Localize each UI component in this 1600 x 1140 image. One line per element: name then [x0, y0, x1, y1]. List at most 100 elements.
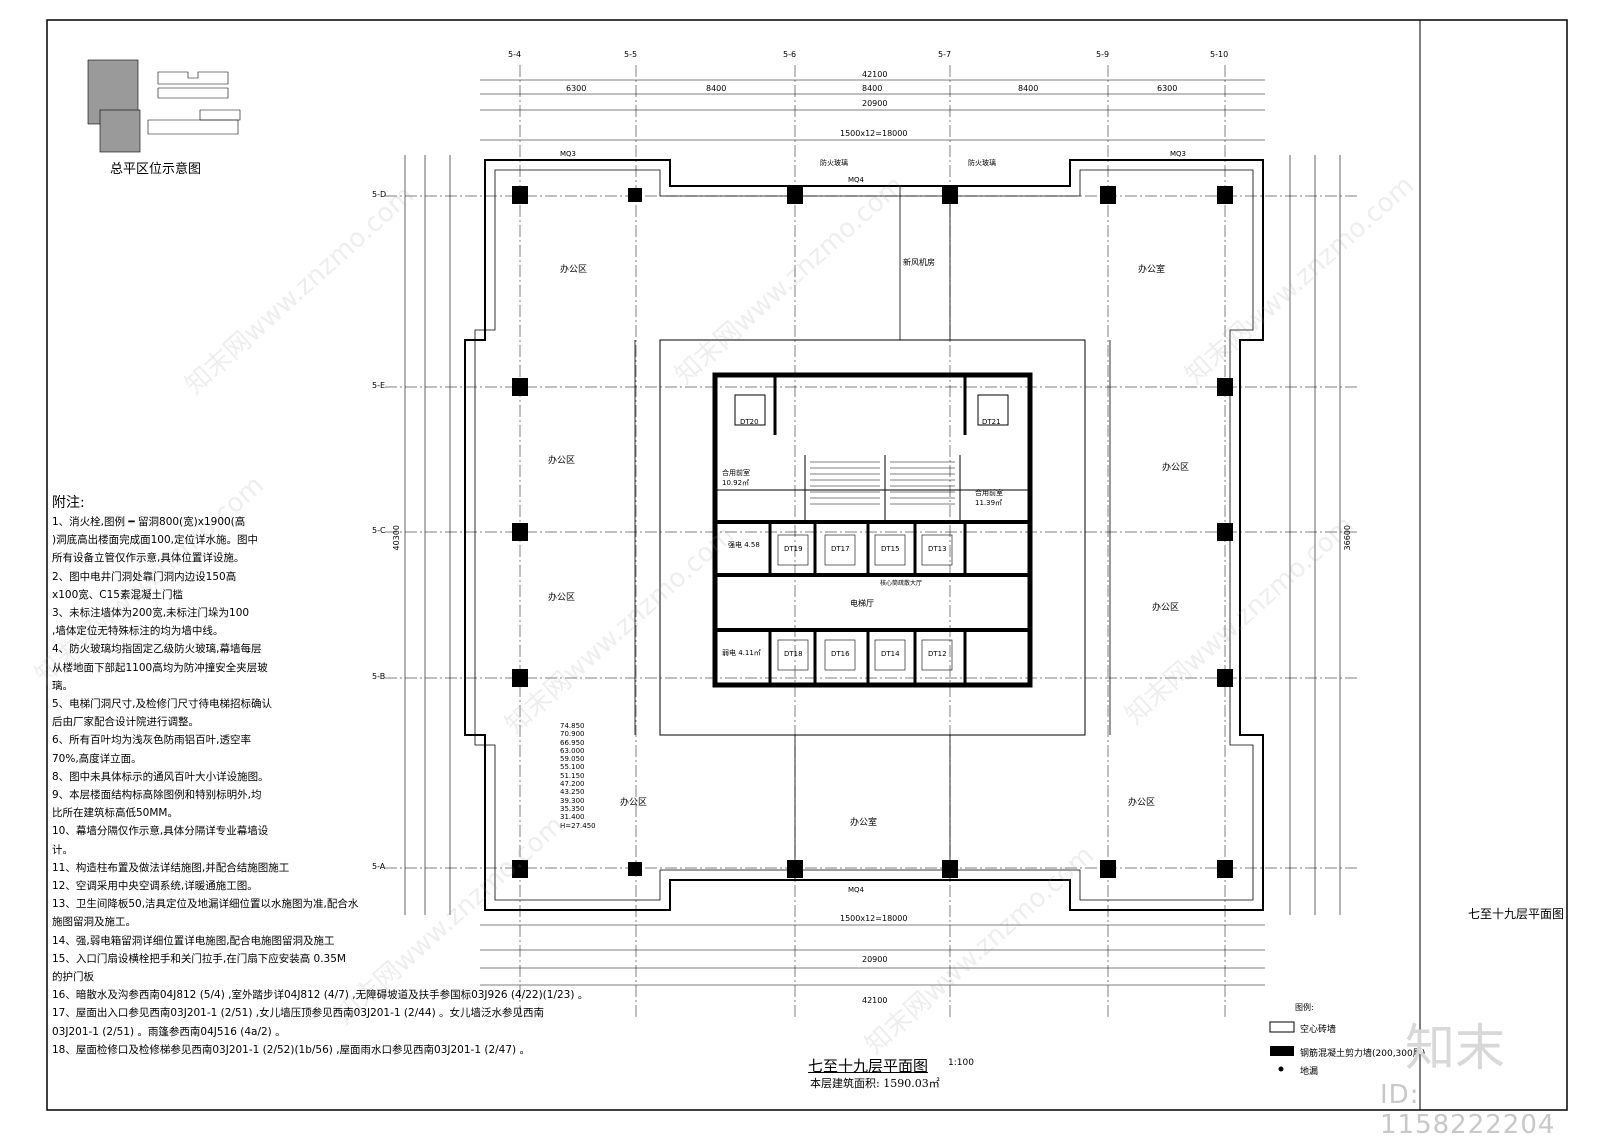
dim-top-row2-3: 8400 [1018, 84, 1039, 93]
room-office: 办公区 [1162, 463, 1190, 473]
note-line: 13、卫生间降板50,洁具定位及地漏详细位置以水施图为准,配合水 [52, 898, 359, 911]
dim-top-row2-2: 8400 [862, 84, 883, 93]
dim-top-overall: 42100 [862, 70, 888, 79]
elevator-label: DT16 [831, 650, 850, 658]
note-line: 5、电梯门洞尺寸,及检修门尺寸待电梯招标确认 [52, 698, 273, 711]
keymap [87, 59, 241, 153]
note-line: 9、本层楼面结构标高除图例和特别标明外,均 [52, 789, 262, 802]
elevation-value: 35.350 [560, 804, 585, 813]
elevation-value: 47.200 [560, 780, 585, 789]
note-line: 11、构造柱布置及做法详结施图,并配合结施图施工 [52, 861, 290, 874]
fire-glass-label: 防火玻璃 [968, 159, 996, 167]
room-front-room: 合用前室 11.39㎡ [975, 489, 1003, 507]
dim-bottom-overall: 42100 [862, 996, 888, 1005]
grid-bubble-5-10: 5-10 [1210, 50, 1229, 59]
elevation-value: 63.000 [560, 746, 585, 755]
drawing-scale: 1:100 [948, 1058, 974, 1068]
notes-body: 1、消火栓,图例 ━ 留洞800(宽)x1900(高)洞底高出楼面完成面100,… [52, 513, 588, 1059]
note-line: 比所在建筑标高低50MM。 [52, 807, 178, 820]
curtain-wall-label: MQ3 [560, 150, 577, 158]
note-line: 计。 [52, 843, 73, 856]
legend-item-hollow-brick: 空心砖墙 [1300, 1025, 1337, 1035]
note-line: 03J201-1 (2/51) 。雨篷参西南04J516 (4a/2) 。 [52, 1025, 286, 1038]
elevation-value: 31.400 [560, 813, 585, 822]
room-fresh-air: 新风机房 [903, 258, 935, 267]
room-weak-elec: 弱电 4.11㎡ [722, 649, 761, 657]
columns [512, 186, 1233, 878]
note-line: 施图留洞及施工。 [52, 916, 136, 929]
sheet-name: 七至十九层平面图 [1468, 907, 1565, 921]
shaft-label: DT20 [740, 418, 759, 426]
room-office: 办公区 [548, 456, 576, 466]
dim-top-row2-4: 6300 [1157, 84, 1178, 93]
grid-bubble-5-7: 5-7 [938, 50, 952, 59]
elevator-label: DT18 [784, 650, 803, 658]
fire-glass-label: 防火玻璃 [820, 159, 848, 167]
image-id: ID: 1158222204 [1380, 1080, 1556, 1140]
note-line: 17、屋面出入口参见西南03J201-1 (2/51) ,女儿墙压顶参见西南03… [52, 1007, 545, 1020]
core [659, 339, 1086, 736]
shaft-label: DT21 [982, 418, 1001, 426]
note-line: 15、入口门扇设横栓把手和关门拉手,在门扇下应安装高 0.35M [52, 952, 346, 965]
room-office: 办公区 [1128, 798, 1156, 808]
grid-bubble-5-9: 5-9 [1096, 50, 1110, 59]
curtain-wall-label: MQ4 [848, 176, 865, 184]
room-office: 办公区 [548, 593, 576, 603]
drawing-title: 七至十九层平面图 [808, 1057, 929, 1075]
note-line: 从楼地面下部起1100高均为防冲撞安全夹层玻 [52, 661, 268, 674]
note-line: )洞底高出楼面完成面100,定位详水施。图中 [52, 534, 258, 547]
elevation-value: 74.850 [560, 722, 585, 730]
legend-item-shear-wall: 钢筋混凝土剪力墙(200,300厚) [1300, 1049, 1426, 1059]
grid-bubble-5-D: 5-D [372, 190, 387, 199]
dim-top-row4-mid: 1500x12=18000 [840, 129, 908, 138]
room-office: 办公室 [850, 818, 878, 828]
note-line: 14、强,弱电箱留洞详细位置详电施图,配合电施图留洞及施工 [52, 934, 335, 947]
note-line: 后由厂家配合设计院进行调整。 [52, 716, 199, 729]
room-office: 办公区 [620, 798, 648, 808]
sheet-border [46, 19, 1568, 1111]
room-strong-elec: 强电 4.58 [728, 541, 760, 549]
note-line: 2、图中电井门洞处靠门洞内边设150高 [52, 570, 237, 583]
elevator-label: DT17 [831, 545, 850, 553]
curtain-wall-label: MQ3 [1170, 150, 1187, 158]
grid-bubble-5-B: 5-B [372, 672, 386, 681]
room-elevator-hall: 电梯厅 [850, 599, 874, 608]
grid-bubble-5-6: 5-6 [783, 50, 797, 59]
keymap-title: 总平区位示意图 [110, 162, 202, 177]
grid-bubble-5-4: 5-4 [508, 50, 522, 59]
room-office: 办公区 [1152, 603, 1180, 613]
stairs [810, 461, 955, 505]
curtain-wall-label: MQ4 [848, 886, 865, 894]
note-line: 4、防火玻璃均指固定乙级防火玻璃,幕墙每层 [52, 643, 262, 656]
building-outline [464, 159, 1264, 911]
elevator-label: DT14 [881, 650, 900, 658]
room-office: 办公区 [560, 265, 588, 275]
elevator-label: DT12 [928, 650, 947, 658]
dimension-lines [404, 79, 1341, 986]
dim-bottom-row2-mid: 20900 [862, 955, 888, 964]
note-line: 3、未标注墙体为200宽,未标注门垛为100 [52, 607, 250, 620]
notes-title: 附注: [52, 495, 85, 511]
note-line: ,墙体定位无特殊标注的均为墙中线。 [52, 625, 224, 638]
elevation-value: 70.900 [560, 730, 585, 739]
dim-top-row3-mid: 20900 [862, 99, 888, 108]
legend-item-floor-drain: 地漏 [1300, 1067, 1319, 1077]
elevator-label: DT13 [928, 545, 947, 553]
room-core-label: 核心筒疏散大厅 [880, 580, 923, 587]
dim-top-row2-0: 6300 [566, 84, 587, 93]
brand-logo: 知末 [1405, 1019, 1505, 1077]
elevation-value: 39.300 [560, 796, 585, 805]
elevation-value: 51.150 [560, 771, 585, 780]
note-line: 璃。 [52, 679, 73, 692]
floor-area: 本层建筑面积: 1590.03㎡ [810, 1077, 940, 1090]
room-front-room: 合用前室 10.92㎡ [722, 469, 750, 487]
room-office: 办公室 [1138, 265, 1166, 275]
note-line: 12、空调采用中央空调系统,详暖通施工图。 [52, 880, 258, 893]
elevation-value: 55.100 [560, 763, 585, 772]
elevator-label: DT19 [784, 545, 803, 553]
elevation-value: 43.250 [560, 788, 585, 797]
note-line: x100宽、C15素混凝土门槛 [52, 588, 183, 601]
partitions [634, 186, 1111, 880]
